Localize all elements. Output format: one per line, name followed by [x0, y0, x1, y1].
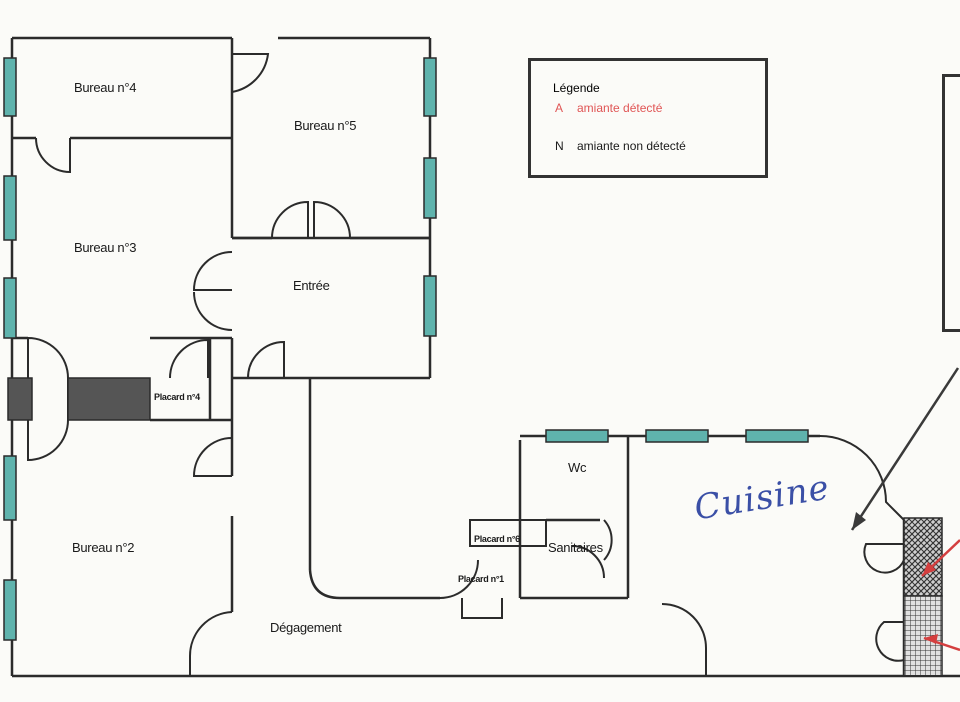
- room-label-bureau2: Bureau n°2: [72, 540, 135, 555]
- windows: [3, 57, 809, 641]
- legend-text-not-detected: amiante non détecté: [577, 139, 686, 153]
- duct-band: [7, 377, 151, 421]
- room-label-degagement: Dégagement: [270, 620, 342, 635]
- room-label-placard-upper: Placard n°6: [474, 534, 520, 544]
- walls: [10, 36, 960, 678]
- hatched-columns: [903, 517, 943, 677]
- door-swings: [27, 53, 905, 676]
- annotation-arrows: [850, 367, 960, 652]
- legend-code-detected: A: [555, 101, 564, 115]
- side-box: [942, 74, 960, 332]
- room-label-wc: Wc: [568, 460, 587, 475]
- legend-text-detected: amiante détecté: [577, 101, 663, 115]
- room-label-placard4: Placard n°4: [154, 392, 200, 402]
- room-label-bureau5: Bureau n°5: [294, 118, 357, 133]
- legend-title: Légende: [553, 81, 600, 95]
- room-label-bureau4: Bureau n°4: [74, 80, 137, 95]
- legend-code-not-detected: N: [555, 139, 564, 153]
- room-label-entree: Entrée: [293, 278, 330, 293]
- room-label-bureau3: Bureau n°3: [74, 240, 137, 255]
- room-label-placard1: Placard n°1: [458, 574, 504, 584]
- room-label-sanitaires: Sanitaires: [548, 540, 603, 555]
